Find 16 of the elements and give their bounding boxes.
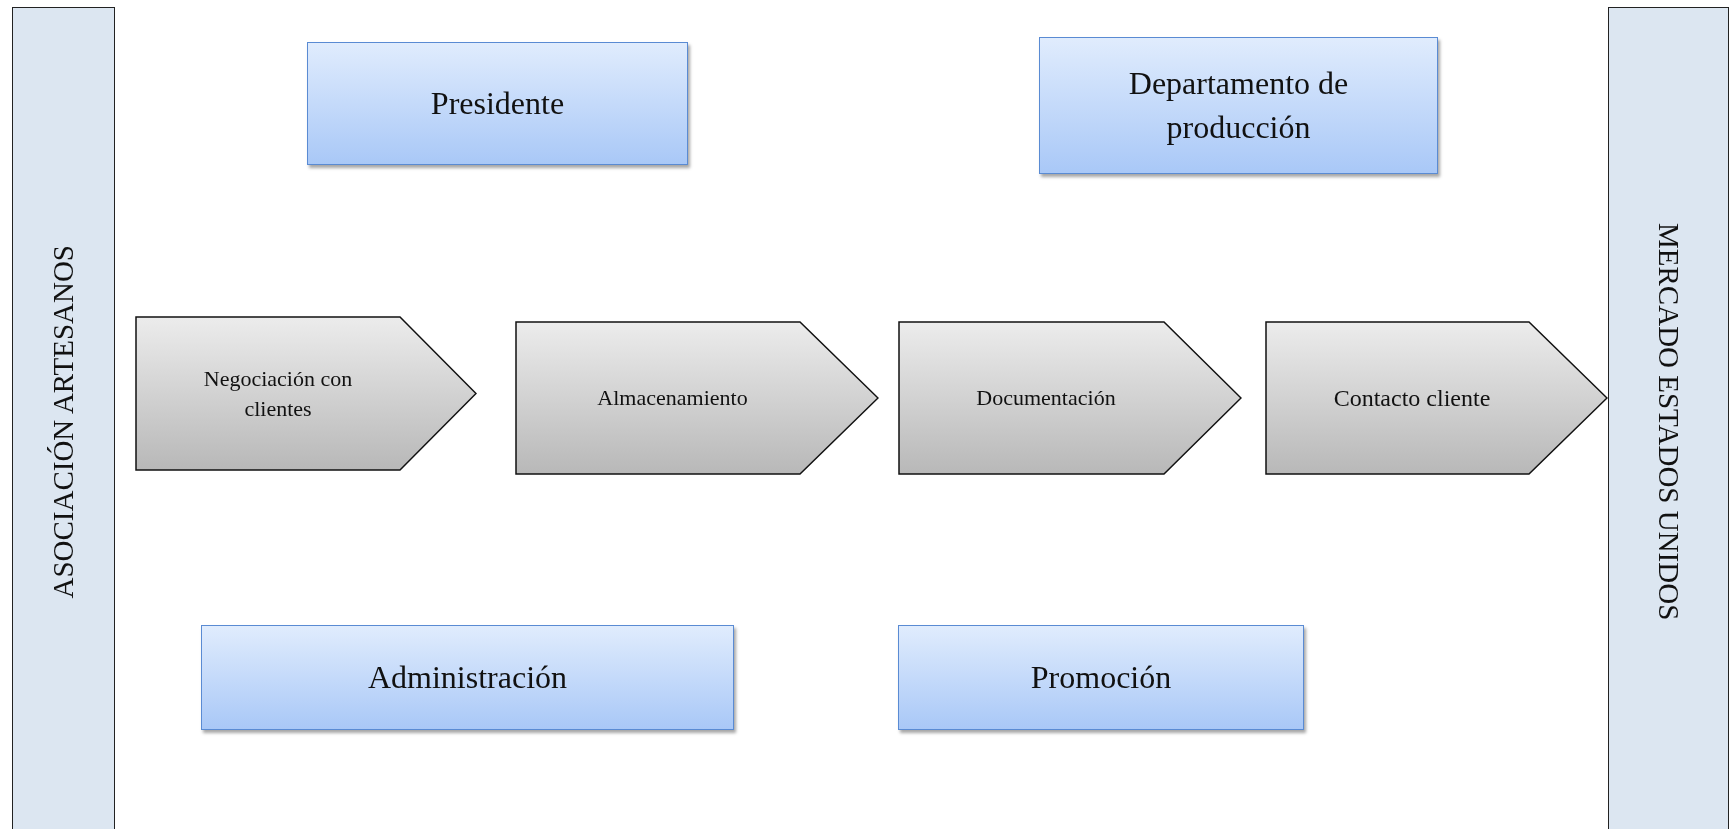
role-box (201, 625, 734, 730)
role-label: Departamento de producción (1127, 64, 1350, 147)
role-box (1039, 37, 1438, 174)
side-panel (1608, 7, 1729, 829)
step-label: Almacenamiento (597, 384, 748, 413)
step-label: Negociación con clientes (202, 364, 354, 423)
panel-label: MERCADO ESTADOS UNIDOS (1652, 223, 1685, 621)
panel-label: ASOCIACIÓN ARTESANOS (47, 245, 80, 599)
step-label: Documentación (976, 384, 1116, 413)
role-box (898, 625, 1304, 730)
role-label: Administración (367, 657, 568, 697)
step-label: Contacto cliente (1333, 383, 1491, 413)
side-panel (12, 7, 115, 829)
role-label: Presidente (430, 83, 565, 123)
role-label: Promoción (1030, 657, 1172, 697)
role-box (307, 42, 688, 165)
